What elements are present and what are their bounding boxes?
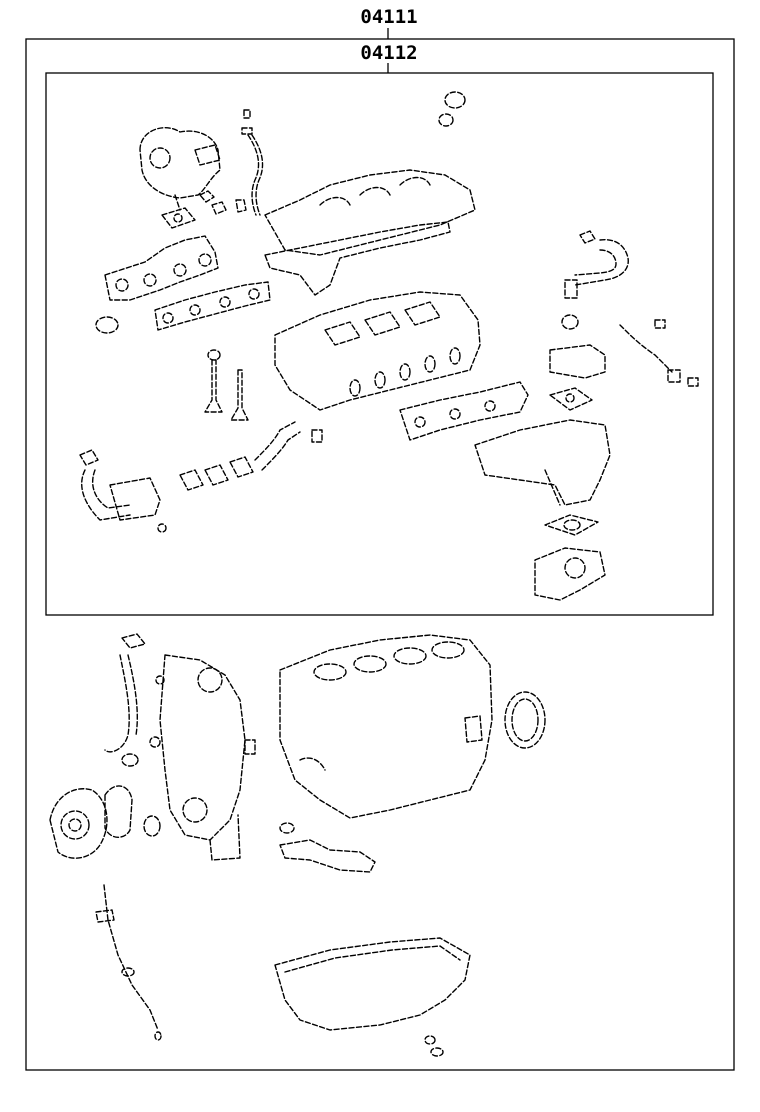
o-ring-left[interactable] xyxy=(95,316,119,334)
fittings-right[interactable] xyxy=(561,314,699,387)
egr-valve[interactable] xyxy=(549,344,606,379)
cover-fittings[interactable] xyxy=(149,675,256,755)
intake-manifold-gasket[interactable] xyxy=(399,381,529,441)
inner-kit-frame xyxy=(45,72,714,616)
valves[interactable] xyxy=(204,349,249,421)
cylinder-head[interactable] xyxy=(274,291,481,411)
drain-plug[interactable] xyxy=(424,1035,444,1057)
egr-cooler-tube[interactable] xyxy=(254,421,323,471)
egr-pipe-left[interactable] xyxy=(79,449,167,533)
cylinder-head-cover[interactable] xyxy=(264,169,476,256)
oil-pan[interactable] xyxy=(274,937,471,1031)
egr-gasket-right[interactable] xyxy=(549,387,593,411)
turbo-fittings[interactable] xyxy=(199,190,247,215)
turbocharger[interactable] xyxy=(139,127,221,211)
timing-chain-cover[interactable] xyxy=(159,654,246,861)
water-pump-gasket[interactable] xyxy=(104,785,133,838)
egr-pipe-right[interactable] xyxy=(564,230,629,299)
water-pump[interactable] xyxy=(49,788,108,859)
head-cover-gasket[interactable] xyxy=(264,221,451,296)
cylinder-block[interactable] xyxy=(279,634,493,819)
front-oil-seal[interactable] xyxy=(143,815,161,837)
throttle-gasket[interactable] xyxy=(544,514,599,536)
outer-kit-frame xyxy=(25,38,735,1071)
throttle-body[interactable] xyxy=(534,547,606,601)
oil-dipstick[interactable] xyxy=(95,884,162,1041)
oil-strainer[interactable] xyxy=(279,822,376,873)
exhaust-manifold[interactable] xyxy=(104,235,219,301)
oil-feed-pipe[interactable] xyxy=(241,109,264,216)
label-inner-kit[interactable]: 04112 xyxy=(360,42,417,64)
exhaust-manifold-gasket[interactable] xyxy=(154,281,271,331)
label-outer-kit[interactable]: 04111 xyxy=(360,6,417,28)
cam-seal-top[interactable] xyxy=(438,91,466,127)
intake-manifold[interactable] xyxy=(474,419,611,506)
oil-pipe-lower[interactable] xyxy=(104,633,146,767)
egr-gasket-set[interactable] xyxy=(179,456,254,491)
rear-oil-seal[interactable] xyxy=(504,691,546,749)
turbo-gasket[interactable] xyxy=(161,207,196,229)
